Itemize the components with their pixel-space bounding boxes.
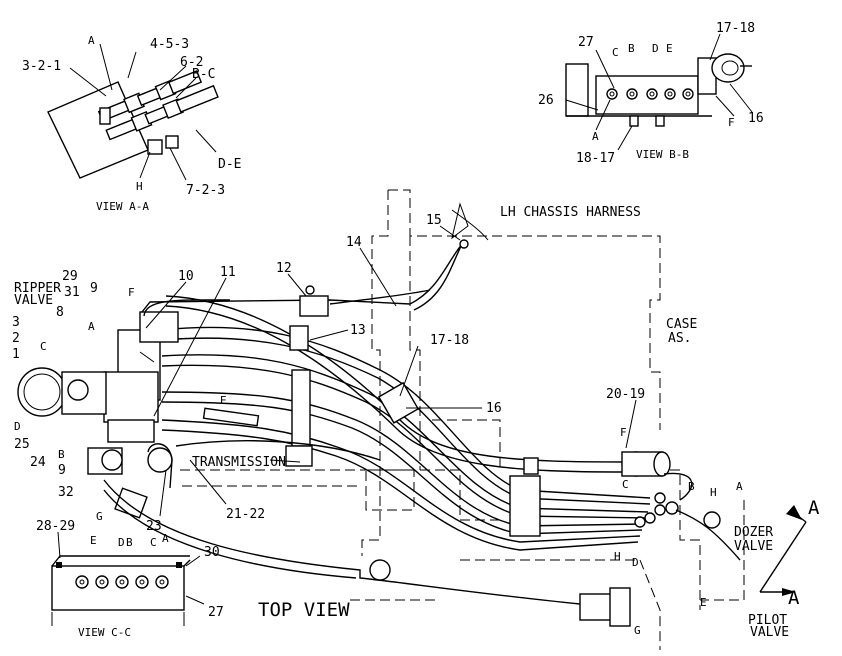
callout-e-right: E [700, 596, 707, 609]
view-bb-callout-a: A [592, 130, 599, 143]
view-cc-callout-27: 27 [208, 605, 224, 620]
callout-15: 15 [426, 213, 442, 228]
view-bb-callout-f: F [728, 116, 735, 129]
callout-g-left: G [96, 510, 103, 523]
hose-clamps [285, 325, 541, 537]
dozer-valve-label-line2: VALVE [734, 539, 773, 554]
case-label-line1: CASE [666, 317, 697, 332]
callout-3: 3 [12, 315, 20, 330]
callout-13: 13 [350, 323, 366, 338]
view-aa-callout-4-5-3: 4-5-3 [150, 37, 189, 52]
pilot-valve-label-line2: VALVE [750, 625, 789, 640]
section-arrow-label-bottom: A [788, 587, 800, 609]
callout-9-top: 9 [90, 281, 98, 296]
view-cc-title: VIEW C-C [78, 626, 131, 639]
view-aa-callout-d-e: D-E [218, 157, 241, 172]
view-cc-callout-e: E [90, 534, 97, 547]
callout-31: 31 [64, 285, 80, 300]
callout-g-right: G [634, 624, 641, 637]
callout-11: 11 [220, 265, 236, 280]
leader-lines [139, 225, 637, 517]
callout-h-lower: H [614, 550, 621, 563]
callout-2: 2 [12, 331, 20, 346]
callout-23: 23 [146, 519, 162, 534]
callout-f-right: F [620, 426, 627, 439]
callout-1: 1 [12, 347, 20, 362]
ripper-valve-label-line1: RIPPER [14, 281, 61, 296]
transmission-hose [175, 407, 381, 461]
dozer-pilot-valve-assembly [369, 451, 741, 627]
callout-8: 8 [56, 305, 64, 320]
view-cc-callout-c: C [150, 536, 157, 549]
view-aa-drawing [47, 43, 219, 181]
view-bb-callout-16: 16 [748, 111, 764, 126]
view-bb-callout-17-18: 17-18 [716, 21, 755, 36]
callout-32: 32 [58, 485, 74, 500]
ripper-valve-label-line2: VALVE [14, 293, 53, 308]
view-cc-callout-28-29: 28-29 [36, 519, 75, 534]
top-view-title: TOP VIEW [258, 599, 350, 621]
callout-17-18: 17-18 [430, 333, 469, 348]
lh-chassis-harness-line [141, 202, 489, 317]
callout-e-hose: E [220, 394, 227, 407]
view-aa-callout-3-2-1: 3-2-1 [22, 59, 61, 74]
callout-a-right: A [736, 480, 743, 493]
view-cc-drawing [51, 531, 205, 626]
callout-24: 24 [30, 455, 46, 470]
callout-f-left: F [128, 286, 135, 299]
view-bb-callout-b: B [628, 42, 635, 55]
pilot-valve-label-line1: PILOT [748, 613, 787, 628]
callout-a-left: A [88, 320, 95, 333]
dozer-valve-label-line1: DOZER [734, 525, 773, 540]
callout-20-19: 20-19 [606, 387, 645, 402]
callout-10: 10 [178, 269, 194, 284]
ripper-valve-assembly [17, 299, 581, 605]
view-aa-callout-7-2-3: 7-2-3 [186, 183, 225, 198]
view-bb-callout-e: E [666, 42, 673, 55]
view-cc-callout-b: B [126, 536, 133, 549]
view-bb-callout-27: 27 [578, 35, 594, 50]
chassis-outline [180, 189, 745, 650]
callout-c-left: C [40, 340, 47, 353]
callout-9-bottom: 9 [58, 463, 66, 478]
callout-12: 12 [276, 261, 292, 276]
case-label-line2: AS. [668, 331, 691, 346]
view-aa-callout-a: A [88, 34, 95, 47]
hose-bundle [161, 289, 651, 551]
view-cc-callout-d: D [118, 536, 125, 549]
view-bb-callout-26: 26 [538, 93, 554, 108]
view-aa-callout-h: H [136, 180, 143, 193]
view-bb-callout-18-17: 18-17 [576, 151, 615, 166]
view-bb-callout-c: C [612, 46, 619, 59]
view-aa-title: VIEW A-A [96, 200, 149, 213]
callout-b-left: B [58, 448, 65, 461]
view-bb-title: VIEW B-B [636, 148, 689, 161]
callout-14: 14 [346, 235, 362, 250]
callout-21-22: 21-22 [226, 507, 265, 522]
callout-d-right: D [632, 556, 639, 569]
view-aa-callout-6-2: 6-2 [180, 55, 203, 70]
section-arrow-a [759, 505, 807, 596]
callout-d-left: D [14, 420, 21, 433]
transmission-label: TRANSMISSION [192, 455, 286, 470]
section-arrow-label-top: A [808, 497, 820, 519]
callout-c-right: C [622, 478, 629, 491]
callout-b-right: B [688, 480, 695, 493]
callout-h-right: H [710, 486, 717, 499]
view-bb-drawing [565, 33, 753, 151]
view-cc-callout-a: A [162, 532, 169, 545]
view-bb-callout-d: D [652, 42, 659, 55]
callout-16: 16 [486, 401, 502, 416]
callout-25: 25 [14, 437, 30, 452]
lh-chassis-harness-label: LH CHASSIS HARNESS [500, 205, 641, 220]
callout-29: 29 [62, 269, 78, 284]
view-aa-callout-b-c: B-C [192, 67, 215, 82]
